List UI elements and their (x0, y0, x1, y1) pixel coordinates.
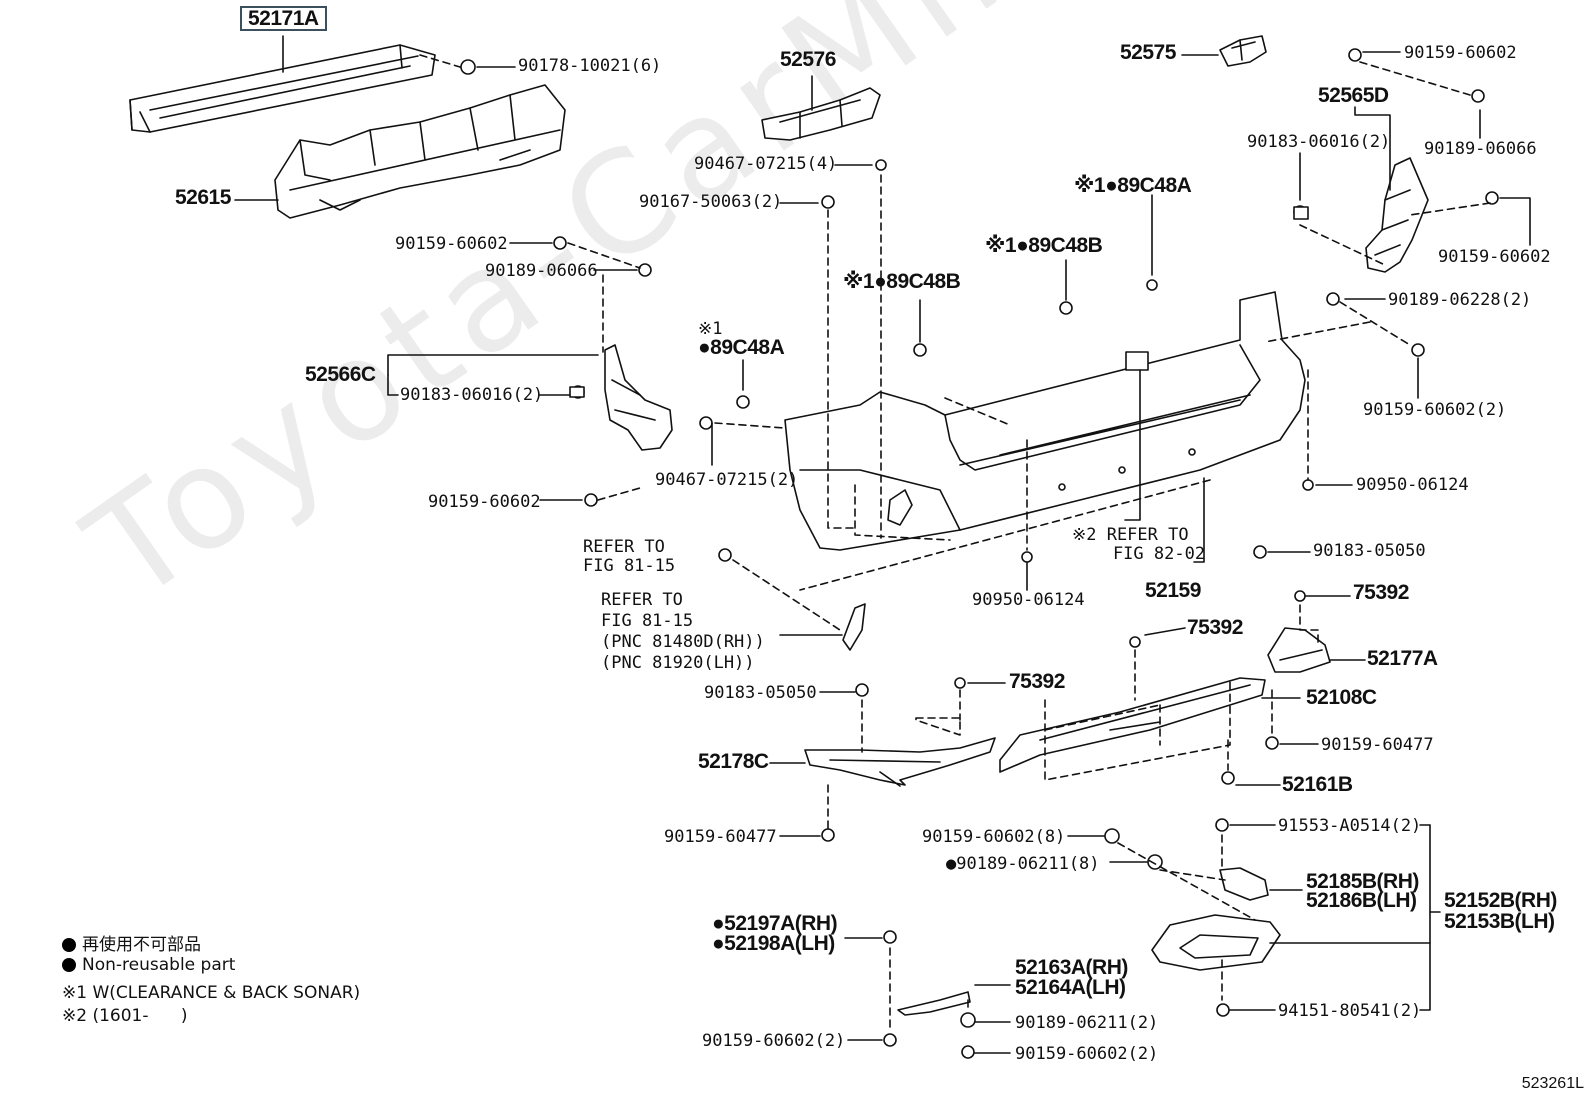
part-label-90159-top-right: 90159-60602 (1404, 43, 1517, 63)
part-label-52198a: ●52198A(LH) (712, 932, 835, 955)
part-label-90189-rh: 90189-06066 (1424, 139, 1537, 159)
bumper-cover (784, 291, 1306, 551)
part-label-90159-lh-top: 90159-60602 (395, 234, 508, 254)
part-label-52185b: 52185B(RH) (1306, 870, 1419, 893)
part-label-94151: 94151-80541(2) (1278, 1001, 1422, 1021)
reflector (842, 603, 866, 651)
part-label-90189-06211-2: 90189-06211(2) (1015, 1013, 1159, 1033)
part-label-90950-rh: 90950-06124 (1356, 475, 1469, 495)
part-label-90189-lh: 90189-06066 (485, 261, 598, 281)
part-label-90950-mid: 90950-06124 (972, 590, 1085, 610)
energy-absorber (274, 84, 566, 219)
part-label-52164a: 52164A(LH) (1015, 976, 1126, 999)
part-label-90159-60602-2-bottom: 90159-60602(2) (1015, 1044, 1159, 1064)
part-label-52197a: ●52197A(RH) (712, 912, 838, 935)
part-label-90159-60602-2-lh: 90159-60602(2) (702, 1031, 846, 1051)
part-label-90183-05050-lh: 90183-05050 (704, 683, 817, 703)
part-label-90183-rh: 90183-06016(2) (1247, 132, 1391, 152)
side-bracket-rh (1365, 157, 1429, 273)
legend-note-1: ※1 W(CLEARANCE & BACK SONAR) (62, 983, 361, 1003)
lower-diffuser (999, 677, 1266, 773)
part-label-52615: 52615 (175, 186, 231, 209)
figure-number: 523261L (1521, 1075, 1584, 1092)
part-label-52177a: 52177A (1367, 647, 1438, 670)
part-label-52152b: 52152B(RH) (1444, 889, 1557, 912)
leader-lines (234, 35, 1531, 1054)
part-label-75392-lh: 75392 (1009, 670, 1065, 693)
part-label-75392-rh: 75392 (1353, 581, 1409, 604)
part-label-90159-lh-bottom: 90159-60602 (428, 492, 541, 512)
garnish-52178C (804, 737, 996, 787)
fasteners (460, 48, 1499, 1059)
part-label-90159-60602-8: 90159-60602(8) (922, 827, 1066, 847)
part-label-90159-60602-2: 90159-60602(2) (1363, 400, 1507, 420)
part-label-89c48b-mid: ※1●89C48B (985, 234, 1103, 257)
part-label-52565d: 52565D (1318, 84, 1389, 107)
bracket-52177A (1267, 627, 1331, 673)
part-label-90159-60477-rh: 90159-60477 (1321, 735, 1434, 755)
part-label-90159-rh-lower: 90159-60602 (1438, 247, 1551, 267)
part-label-90467-2: 90467-07215(2) (655, 470, 799, 490)
part-label-52566c: 52566C (305, 363, 376, 386)
legend-note-2: ※2 (1601- ) (62, 1006, 188, 1026)
part-label-52178c: 52178C (698, 750, 769, 773)
part-label-90167: 90167-50063(2) (639, 192, 783, 212)
part-label-75392-mid: 75392 (1187, 616, 1243, 639)
exhaust-garnish (1151, 914, 1281, 971)
bracket-52575 (1219, 35, 1267, 67)
part-label-89c48a-left: ●89C48A (698, 336, 785, 359)
part-label-90178: 90178-10021(6) (518, 56, 662, 76)
part-label-52575: 52575 (1120, 41, 1176, 64)
part-label-52159: 52159 (1145, 579, 1201, 602)
side-bracket-lh (604, 344, 673, 451)
reference-fig-82-02: ※2 REFER TO FIG 82-02 (1072, 525, 1206, 564)
part-label-52163a: 52163A(RH) (1015, 956, 1128, 979)
part-label-89c48b-left: ※1●89C48B (843, 270, 961, 293)
part-label-90189-06228: 90189-06228(2) (1388, 290, 1532, 310)
bracket-52163A (897, 991, 971, 1016)
assembly-lines (419, 54, 1491, 1031)
reference-fig-81-15-a: REFER TO FIG 81-15 (583, 537, 676, 576)
reference-fig-81-15-b: REFER TO FIG 81-15 (PNC 81480D(RH)) (PNC… (601, 590, 765, 673)
part-label-90189-06211-8: ●90189-06211(8) (946, 854, 1100, 874)
part-label-52161b: 52161B (1282, 773, 1353, 796)
part-label-90183-05050-rh: 90183-05050 (1313, 541, 1426, 561)
legend-non-reusable-en: Non-reusable part (62, 955, 235, 975)
part-label-89c48a-top: ※1●89C48A (1074, 174, 1192, 197)
filled-dot-icon (62, 958, 76, 972)
legend-non-reusable-jp: 再使用不可部品 (62, 930, 201, 955)
part-label-90467-4: 90467-07215(4) (694, 154, 838, 174)
part-label-90183-lh: 90183-06016(2) (400, 385, 544, 405)
part-label-90159-60477-lh: 90159-60477 (664, 827, 777, 847)
reinforcement-beam (129, 44, 436, 133)
part-label-91553: 91553-A0514(2) (1278, 816, 1422, 836)
part-label-52108c: 52108C (1306, 686, 1377, 709)
part-label-52153b: 52153B(LH) (1444, 910, 1555, 933)
bracket-52576 (761, 87, 881, 141)
part-label-52576: 52576 (780, 48, 836, 71)
filled-dot-icon (62, 938, 76, 952)
part-label-52171a: 52171A (240, 6, 327, 31)
bracket-52185B (1219, 867, 1269, 901)
note-mark-1: ※1 (698, 319, 723, 339)
part-label-52186b: 52186B(LH) (1306, 889, 1417, 912)
